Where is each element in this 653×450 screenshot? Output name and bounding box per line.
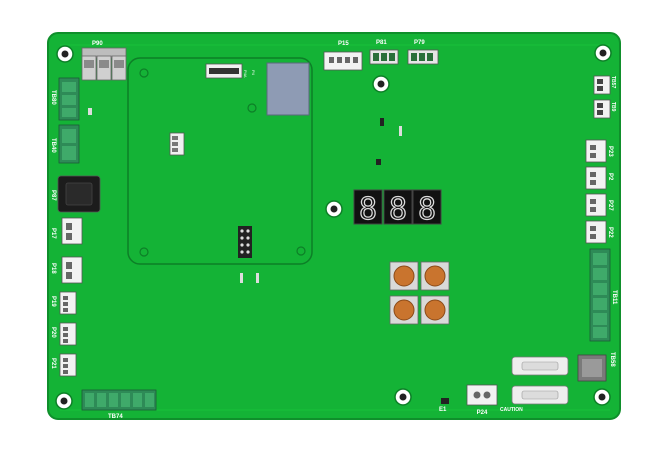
mounting-hole-br [593, 388, 611, 406]
label-p17: P17 [50, 228, 56, 239]
label-tb80: TB80 [50, 90, 56, 105]
connector-tb57[interactable] [593, 75, 611, 95]
module-hole-3 [139, 247, 149, 257]
label-p81: P81 [376, 40, 387, 46]
terminal-tb11[interactable] [589, 248, 611, 342]
connector-module-3pin[interactable] [169, 132, 185, 156]
connector-p2[interactable] [585, 166, 607, 190]
mounting-hole-bl [55, 392, 73, 410]
connector-p21[interactable] [59, 353, 77, 377]
terminal-tb40[interactable] [58, 124, 80, 164]
seven-seg-display: 8 8 8 [353, 189, 442, 228]
module-hole-4 [296, 246, 306, 256]
digit-3: 8 [418, 192, 436, 227]
label-p24: P24 [477, 410, 488, 416]
terminal-tb74[interactable] [81, 389, 157, 411]
pcb-board [47, 32, 621, 420]
fuse-1[interactable] [511, 356, 569, 376]
header-pins [238, 226, 252, 258]
component-r3 [399, 126, 402, 136]
label-p19: P19 [50, 296, 56, 307]
connector-p24[interactable] [466, 384, 498, 406]
connector-p27[interactable] [585, 193, 607, 217]
label-p2: P2 [607, 173, 613, 181]
push-button-3[interactable] [389, 295, 419, 325]
connector-p17[interactable] [61, 217, 83, 245]
connector-p87[interactable] [57, 175, 101, 213]
label-p18: P18 [50, 263, 56, 274]
mounting-hole-tl [56, 45, 74, 63]
connector-p15[interactable] [323, 51, 363, 71]
connector-p19[interactable] [59, 291, 77, 315]
mounting-hole-center-top [372, 75, 390, 93]
label-tb9: TB9 [610, 102, 616, 112]
resistor-r1 [240, 273, 243, 283]
mounting-hole-center [325, 200, 343, 218]
label-p90: P90 [92, 41, 103, 47]
terminal-tb80[interactable] [58, 77, 80, 121]
connector-p90[interactable] [81, 47, 127, 81]
connector-p79[interactable] [407, 49, 439, 65]
label-p27: P27 [607, 200, 613, 211]
label-p22: P22 [607, 227, 613, 238]
module-outline [127, 57, 313, 265]
resistor-r2 [256, 273, 259, 283]
label-tb74: TB74 [108, 414, 123, 420]
label-p15: P15 [338, 41, 349, 47]
digit-2: 8 [389, 192, 407, 227]
component-e1 [441, 398, 449, 404]
push-button-2[interactable] [420, 261, 450, 291]
label-tb40: TB40 [50, 138, 56, 153]
label-p79: P79 [414, 40, 425, 46]
connector-p22[interactable] [585, 220, 607, 244]
digit-1: 8 [359, 192, 377, 227]
label-p21: P21 [50, 358, 56, 369]
mounting-hole-tr [594, 44, 612, 62]
connector-p81[interactable] [369, 49, 399, 65]
push-button-4[interactable] [420, 295, 450, 325]
component-r4 [88, 108, 92, 115]
processor-chip [266, 62, 310, 116]
connector-p18[interactable] [61, 256, 83, 284]
module-hole-1 [139, 68, 149, 78]
label-tb11: TB11 [611, 290, 617, 305]
mounting-hole-bottom-center [394, 388, 412, 406]
label-p23: P23 [607, 146, 613, 157]
fuse-2[interactable] [511, 385, 569, 405]
label-caution: CAUTION [500, 407, 523, 413]
module-hole-2 [247, 103, 257, 113]
label-p87: P87 [50, 190, 56, 201]
component-q2 [376, 159, 381, 165]
component-q1 [380, 118, 384, 126]
label-p4a: P4A [243, 70, 248, 78]
connector-tb9[interactable] [593, 99, 611, 119]
label-tb58: TB58 [609, 352, 615, 367]
label-p4: P4 [251, 70, 256, 76]
terminal-tb58[interactable] [577, 354, 607, 382]
push-button-1[interactable] [389, 261, 419, 291]
label-e1: E1 [439, 407, 447, 413]
label-tb57: TB57 [610, 76, 616, 88]
connector-ribbon[interactable] [205, 63, 243, 79]
connector-p20[interactable] [59, 322, 77, 346]
connector-p23[interactable] [585, 139, 607, 163]
label-p20: P20 [50, 327, 56, 338]
